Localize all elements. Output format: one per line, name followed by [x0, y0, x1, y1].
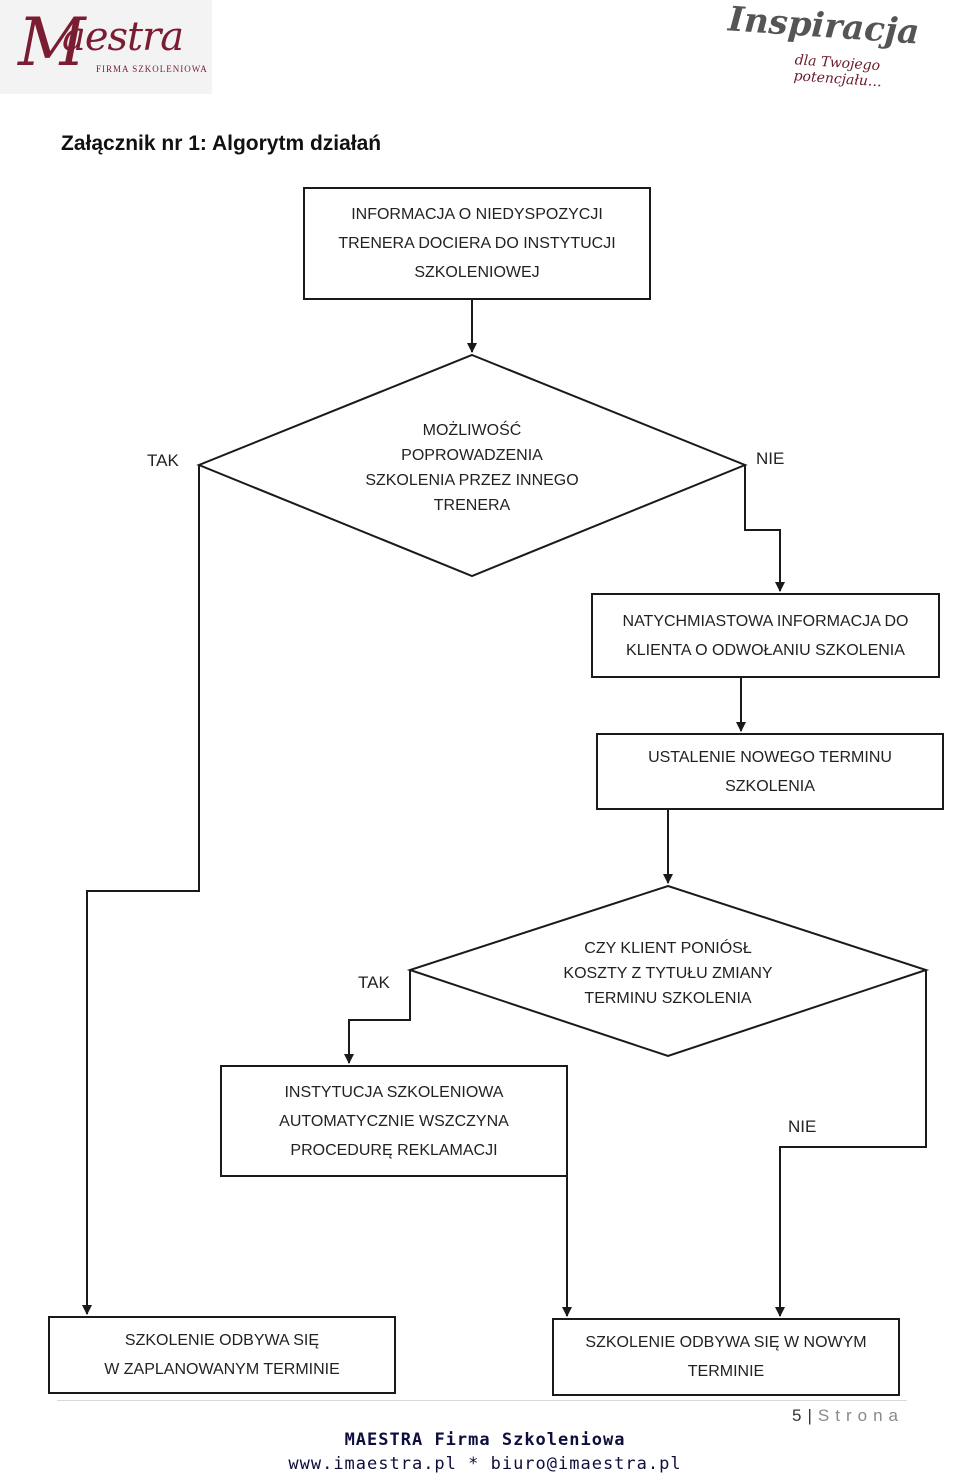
- new-date-label: USTALENIE NOWEGO TERMINU SZKOLENIA: [648, 748, 892, 795]
- end-new-box: [552, 1318, 900, 1396]
- connector-yes-endplanned: [82, 465, 200, 1315]
- notify-client-label: NATYCHMIASTOWA INFORMACJA DO KLIENTA O O…: [622, 612, 909, 659]
- connector-no-endnew: [775, 970, 927, 1317]
- complaint-label: INSTYTUCJA SZKOLENIOWA AUTOMATYCZNIE WSZ…: [279, 1083, 509, 1159]
- end-planned-box: [48, 1316, 396, 1394]
- start-label: INFORMACJA O NIEDYSPOZYCJI TRENERA DOCIE…: [338, 206, 616, 281]
- connector-yes-complaint: [344, 970, 411, 1064]
- start-box: [303, 187, 651, 300]
- decision2-diamond: [406, 884, 930, 1058]
- decision1-diamond: [196, 353, 748, 578]
- complaint-box: [220, 1065, 568, 1177]
- page-number: 5|Strona: [792, 1406, 904, 1425]
- footer-contact: www.imaestra.pl * biuro@imaestra.pl: [288, 1454, 682, 1474]
- decision1-label: MOŻLIWOŚĆ POPROWADZENIA SZKOLENIA PRZEZ …: [365, 422, 579, 514]
- decision1-yes-label: TAK: [147, 451, 179, 470]
- page-title: Załącznik nr 1: Algorytm działań: [61, 132, 382, 155]
- connector-no-notify: [744, 465, 785, 592]
- end-new-label: SZKOLENIE ODBYWA SIĘ W NOWYM TERMINIE: [585, 1334, 867, 1380]
- logo-left-initial: M: [18, 4, 86, 81]
- end-planned-label: SZKOLENIE ODBYWA SIĘ W ZAPLANOWANYM TERM…: [104, 1332, 340, 1378]
- notify-client-box: [591, 593, 940, 678]
- page-number-value: 5: [792, 1406, 802, 1425]
- footer-company: MAESTRA Firma Szkoleniowa: [344, 1430, 626, 1450]
- new-date-box: [596, 733, 944, 810]
- page-word: Strona: [817, 1406, 904, 1425]
- logo-left-word: aestra: [62, 14, 184, 60]
- decision2-label: CZY KLIENT PONIÓSŁ KOSZTY Z TYTUŁU ZMIAN…: [563, 940, 773, 1007]
- maestra-logo: M aestra FIRMA SZKOLENIOWA: [0, 0, 212, 94]
- decision2-yes-label: TAK: [358, 973, 390, 992]
- decision1-no-label: NIE: [756, 449, 785, 468]
- logo-left-sub: FIRMA SZKOLENIOWA: [96, 64, 208, 74]
- decision2-no-label: NIE: [788, 1117, 817, 1136]
- footer-divider: [57, 1400, 907, 1401]
